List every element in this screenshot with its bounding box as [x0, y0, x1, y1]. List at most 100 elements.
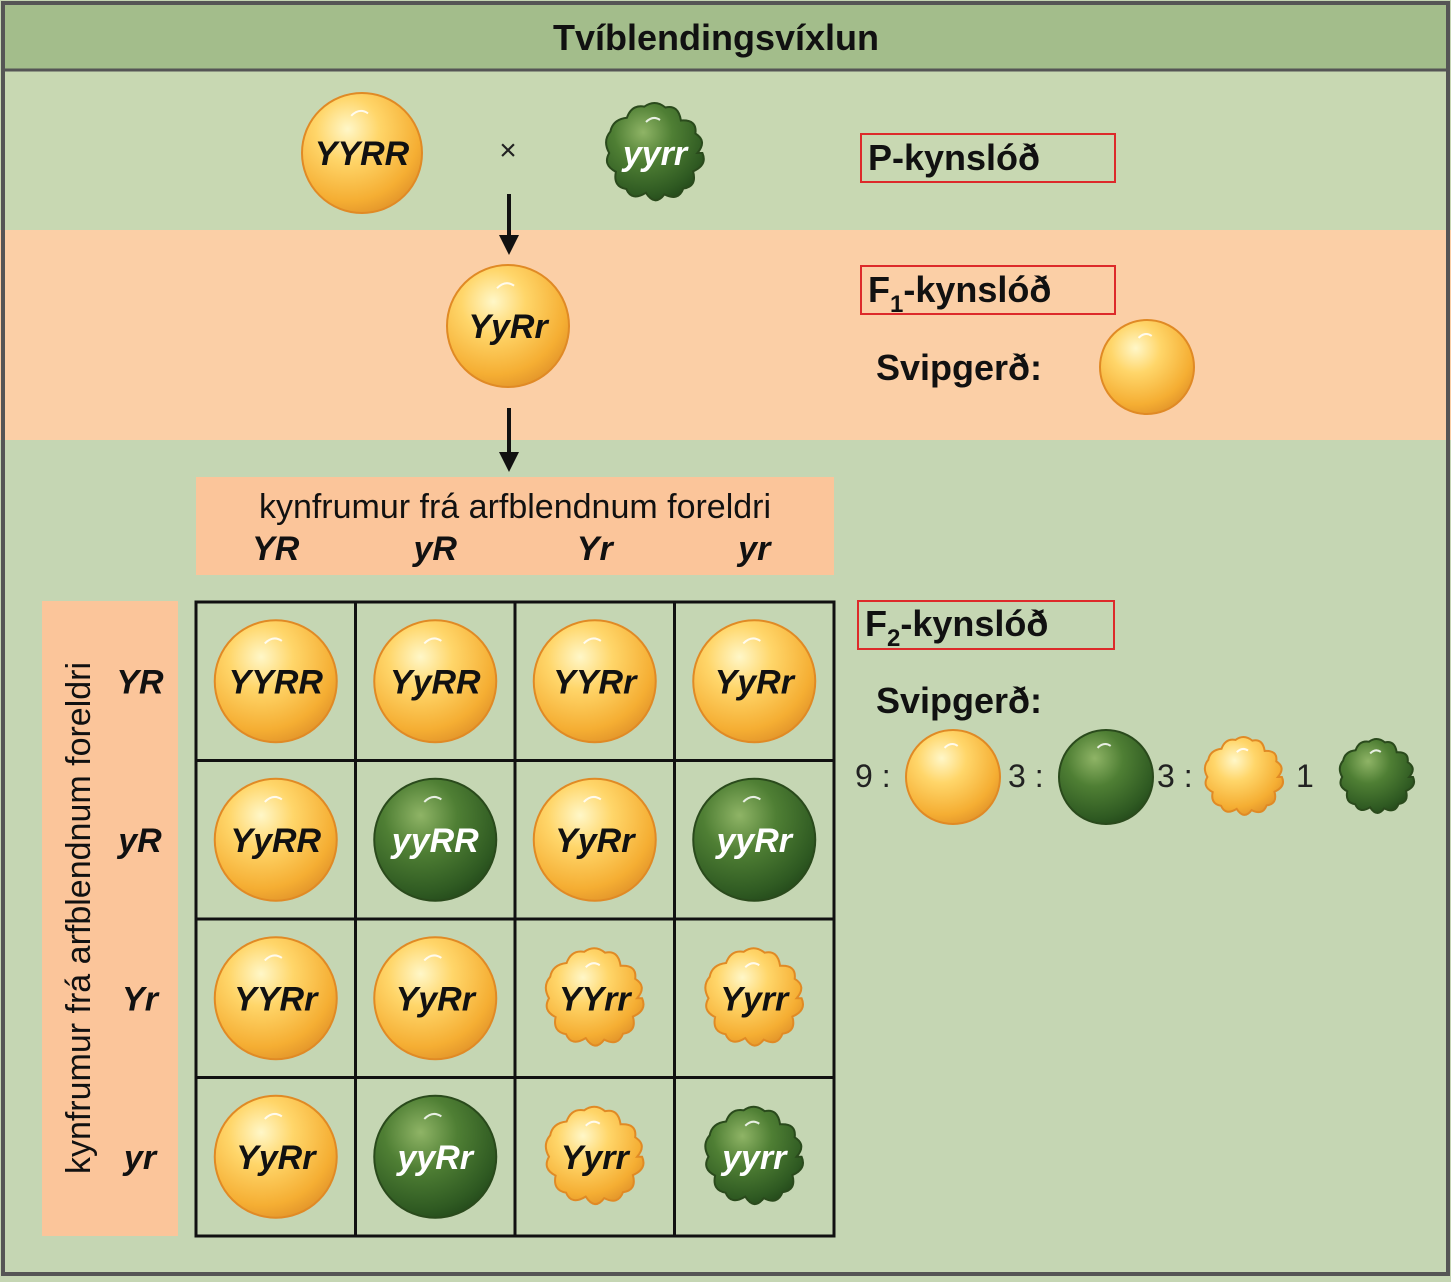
ratio-item: 3 :: [1008, 729, 1154, 825]
highlight-icon: [744, 962, 760, 968]
f2-phenotype-ratio: 9 :3 :3 :1: [855, 729, 1416, 825]
highlight-icon: [742, 637, 761, 645]
offspring-YYRR: YYRR: [213, 619, 338, 744]
genotype-label: YyRR: [230, 822, 321, 860]
p-band: [0, 70, 1451, 230]
p-parent-green-wrinkled: yyrr: [605, 102, 705, 202]
highlight-icon: [1369, 749, 1382, 755]
yellow-wrinkled-pea-icon: [544, 947, 645, 1047]
f1-label-suffix: -kynslóð: [903, 269, 1051, 310]
f2-label-sub: 2: [887, 625, 900, 652]
highlight-icon: [742, 795, 761, 803]
punnett-cell: YyRr: [213, 1094, 338, 1219]
yellow-round-pea-icon: [1099, 319, 1195, 415]
f1-band: [0, 230, 1451, 440]
ratio-count: 3 :: [1157, 758, 1193, 794]
offspring-yyRr: yyRr: [373, 1094, 498, 1219]
highlight-icon: [264, 954, 283, 962]
punnett-cell: yyrr: [704, 1105, 805, 1206]
column-gamete: Yr: [577, 530, 615, 568]
yellow-wrinkled-pea-icon: [544, 1105, 645, 1206]
f1-label-prefix: F: [868, 269, 890, 310]
diagram-title: Tvíblendingsvíxlun: [553, 17, 879, 58]
f2-label-prefix: F: [865, 603, 887, 644]
genotype-label: Yyrr: [720, 980, 790, 1018]
highlight-icon: [1137, 333, 1153, 339]
yellow-round-pea-icon: [532, 777, 657, 902]
genotype-label: YYRR: [315, 135, 410, 173]
offspring-Yyrr: Yyrr: [704, 947, 805, 1047]
highlight-icon: [350, 109, 369, 117]
offspring-YyRr: YyRr: [532, 777, 657, 902]
yellow-round-pea-icon: [301, 92, 423, 214]
yellow-round-pea-icon: [213, 936, 338, 1061]
genotype-label: YYrr: [559, 980, 633, 1018]
genotype-label: YYRr: [553, 663, 638, 701]
highlight-icon: [264, 1112, 283, 1120]
genotype-label: yyRr: [395, 1139, 474, 1177]
row-gamete: yR: [116, 822, 162, 860]
punnett-cell: YYRr: [213, 936, 338, 1061]
highlight-icon: [423, 954, 442, 962]
punnett-cell: Yyrr: [704, 947, 805, 1047]
highlight-icon: [583, 637, 602, 645]
offspring-yyrr: yyrr: [704, 1105, 805, 1206]
f1-label-sub: 1: [890, 291, 903, 318]
genotype-label: yyrr: [720, 1139, 788, 1177]
highlight-icon: [423, 795, 442, 803]
punnett-cell: yyRR: [373, 777, 498, 902]
f2-generation-label: F2-kynslóð: [865, 603, 1048, 652]
f2-phenotype-label: Svipgerð:: [876, 680, 1042, 721]
ratio-count: 1: [1296, 758, 1314, 794]
yellow-round-pea-icon: [373, 619, 498, 744]
green-round-pea-icon: [373, 1094, 498, 1219]
yellow-wrinkled-pea-icon: [1203, 736, 1285, 816]
column-gamete: yr: [736, 530, 772, 568]
green-round-pea-icon: [1058, 729, 1154, 825]
punnett-cell: YyRr: [373, 936, 498, 1061]
row-gamete: yr: [122, 1139, 158, 1177]
p-parent-yellow-round: YYRR: [301, 92, 423, 214]
genotype-label: YYRr: [234, 980, 319, 1018]
yellow-round-pea-icon: [213, 1094, 338, 1219]
column-gamete: yR: [412, 530, 458, 568]
highlight-icon: [585, 1120, 601, 1127]
p-generation-box: [860, 133, 1116, 183]
highlight-icon: [645, 116, 661, 123]
ratio-pea-green-round: [1058, 729, 1154, 825]
punnett-cell: YyRr: [532, 777, 657, 902]
yellow-round-pea-icon: [373, 936, 498, 1061]
ratio-item: 9 :: [855, 729, 1001, 825]
highlight-icon: [264, 795, 283, 803]
column-gamete: YR: [252, 530, 300, 568]
punnett-cell: YyRr: [692, 619, 817, 744]
green-round-pea-icon: [373, 777, 498, 902]
yellow-round-pea-icon: [213, 777, 338, 902]
offspring-YyRr: YyRr: [692, 619, 817, 744]
highlight-icon: [583, 795, 602, 803]
genotype-label: YyRR: [390, 663, 481, 701]
cross-symbol: ×: [499, 134, 517, 167]
f1-generation-label: F1-kynslóð: [868, 269, 1051, 318]
yellow-round-pea-icon: [532, 619, 657, 744]
highlight-icon: [423, 637, 442, 645]
punnett-cell: Yyrr: [544, 1105, 645, 1206]
offspring-YYrr: YYrr: [544, 947, 645, 1047]
genotype-label: yyrr: [621, 135, 689, 173]
punnett-cell: YYRr: [532, 619, 657, 744]
f2-label-suffix: -kynslóð: [900, 603, 1048, 644]
row-gamete: YR: [116, 663, 164, 701]
offspring-YyRr: YyRr: [213, 1094, 338, 1219]
yellow-wrinkled-pea-icon: [704, 947, 805, 1047]
genotype-label: YyRr: [236, 1139, 317, 1177]
f1-phenotype-label: Svipgerð:: [876, 347, 1042, 388]
row-gamete-header: kynfrumur frá arfblendnum foreldri: [60, 662, 98, 1174]
ratio-count: 3 :: [1008, 758, 1044, 794]
punnett-cell: yyRr: [692, 777, 817, 902]
yellow-round-pea-icon: [692, 619, 817, 744]
column-gamete-header: kynfrumur frá arfblendnum foreldri: [259, 488, 771, 526]
